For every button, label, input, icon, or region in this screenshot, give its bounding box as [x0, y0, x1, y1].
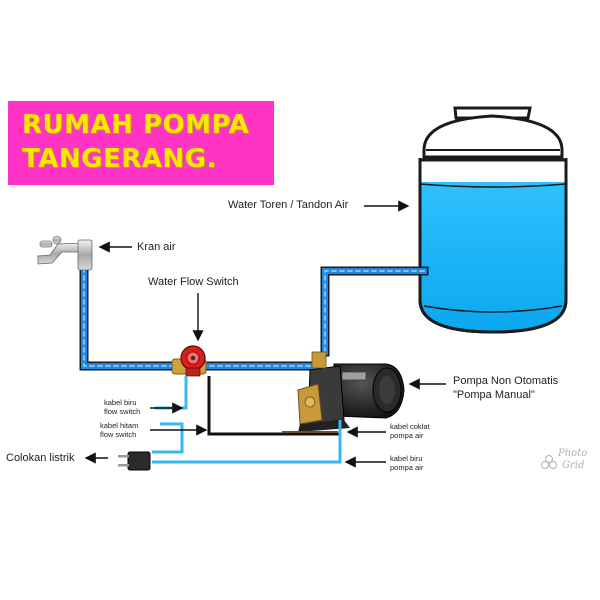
label-water-tank: Water Toren / Tandon Air	[228, 199, 349, 211]
banner-title-line2: TANGERANG.	[22, 144, 217, 174]
pump-icon	[297, 351, 405, 432]
faucet-icon	[37, 235, 93, 271]
photo-grid-watermark: Photo Grid	[540, 446, 596, 480]
title-banner: RUMAH POMPA TANGERANG.	[8, 101, 274, 185]
label-flow-switch: Water Flow Switch	[148, 276, 239, 288]
water-tank-icon	[418, 106, 568, 334]
label-cable-black-switch-1: kabel hitam	[100, 421, 139, 430]
flow-switch-icon	[171, 345, 207, 377]
label-faucet: Kran air	[137, 241, 176, 253]
label-cable-blue-pump-1: kabel biru	[390, 454, 423, 463]
label-cable-black-switch-2: flow switch	[100, 430, 137, 439]
label-cable-brown-pump-2: pompa air	[390, 431, 424, 440]
arrow-icon	[84, 200, 446, 468]
water-pipe	[79, 263, 429, 371]
label-cable-brown-pump-1: kabel coklat	[390, 422, 430, 431]
banner-title-line1: RUMAH POMPA	[22, 110, 250, 140]
label-cable-blue-switch-2: flow switch	[104, 407, 141, 416]
watermark-flower-icon	[541, 455, 557, 469]
label-cable-blue-switch-1: kabel biru	[104, 398, 137, 407]
label-pump-line1: Pompa Non Otomatis	[453, 375, 559, 387]
label-pump-line2: "Pompa Manual"	[453, 389, 535, 401]
label-power-plug: Colokan listrik	[6, 452, 75, 464]
banner-background	[8, 101, 274, 185]
watermark-line1: Photo	[558, 448, 588, 459]
watermark-line2: Grid	[562, 460, 585, 471]
plug-icon	[118, 451, 151, 471]
label-cable-blue-pump-2: pompa air	[390, 463, 424, 472]
